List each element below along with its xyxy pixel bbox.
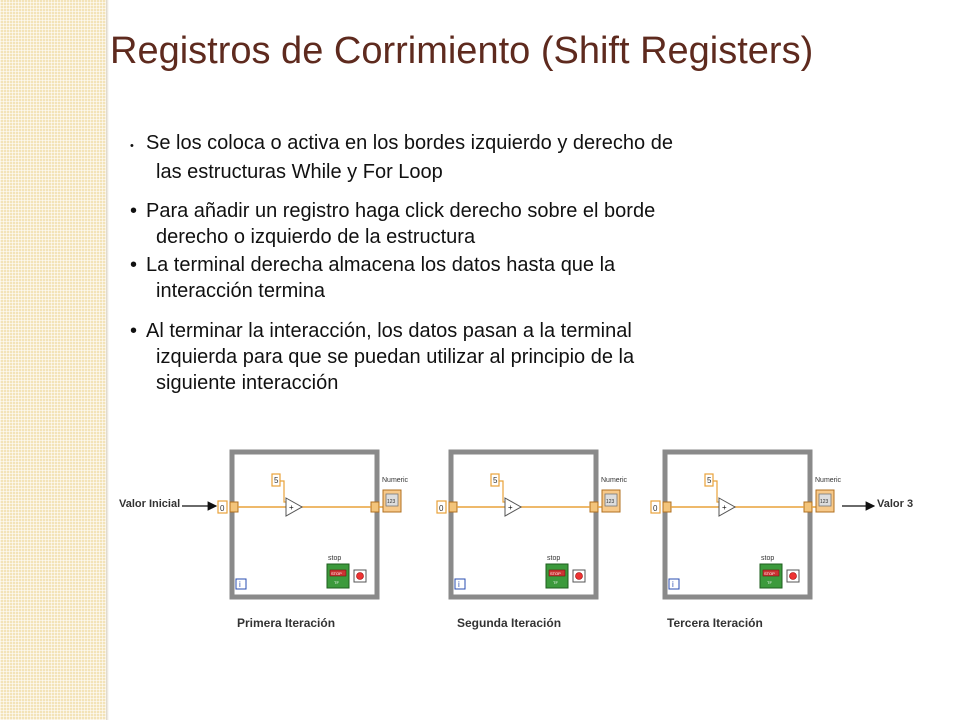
bullet-2: • Para añadir un registro haga click dere… <box>130 198 655 250</box>
stop-button-text: STOP <box>331 571 342 576</box>
numeric-constant-value: 5 <box>493 476 498 485</box>
bullet-4-line-2: izquierda para que se puedan utilizar al… <box>156 346 635 368</box>
numeric-constant-value: 5 <box>274 476 279 485</box>
stop-button-face <box>548 569 566 577</box>
init-constant-value: 0 <box>439 504 444 513</box>
bullet-1: • Se los coloca o activa en los bordes iz… <box>130 130 673 185</box>
iteration-terminal-label: i <box>458 580 460 589</box>
bullet-dot: • <box>130 200 138 222</box>
caption-first-iteration: Primera Iteración <box>237 616 336 630</box>
left-shift-register <box>448 501 458 513</box>
slide-title: Registros de Corrimiento (Shift Register… <box>110 30 814 72</box>
numeric-constant-box <box>490 473 500 487</box>
loop-condition-icon <box>789 572 797 580</box>
bullet-dot: • <box>130 320 138 342</box>
init-constant-value: 0 <box>220 504 225 513</box>
numeric-constant-box <box>271 473 281 487</box>
right-shift-register <box>370 501 380 513</box>
bullet-4-line-1: Al terminar la interacción, los datos pa… <box>146 320 632 342</box>
bullet-dot: • <box>130 140 134 152</box>
stop-button-text: STOP <box>550 571 561 576</box>
stop-button-tf: TF <box>334 580 339 585</box>
bullet-3-line-2: interacción termina <box>156 280 325 302</box>
stop-button-face <box>329 569 347 577</box>
loop-condition-icon <box>575 572 583 580</box>
stop-label: stop <box>761 555 774 562</box>
indicator-label: Numeric <box>815 477 842 484</box>
add-function-node <box>504 497 523 517</box>
stop-label: stop <box>547 555 560 562</box>
bullet-1-line-1: Se los coloca o activa en los bordes izq… <box>146 132 673 154</box>
init-constant-box <box>436 500 447 514</box>
iteration-terminal-label: i <box>239 580 241 589</box>
right-shift-register <box>803 501 813 513</box>
add-function-symbol: + <box>289 503 294 512</box>
numeric-constant-value: 5 <box>707 476 712 485</box>
stop-button-face <box>762 569 780 577</box>
iteration-terminal <box>454 578 466 590</box>
numeric-indicator-display <box>385 493 399 507</box>
numeric-indicator-value: 123 <box>606 499 615 505</box>
init-constant-box <box>650 500 661 514</box>
left-shift-register <box>662 501 672 513</box>
bullet-4: • Al terminar la interacción, los datos p… <box>130 318 634 396</box>
add-function-node <box>285 497 304 517</box>
bullet-dot: • <box>130 254 138 276</box>
right-shift-register <box>589 501 599 513</box>
bullet-3: • La terminal derecha almacena los datos … <box>130 252 615 304</box>
iteration-terminal <box>668 578 680 590</box>
numeric-indicator-value: 123 <box>387 499 396 505</box>
iteration-terminal-label: i <box>672 580 674 589</box>
stop-label: stop <box>328 555 341 562</box>
loop-condition-icon <box>356 572 364 580</box>
stop-button-text: STOP <box>764 571 775 576</box>
left-shift-register <box>229 501 239 513</box>
side-strip-shadow <box>106 0 109 720</box>
output-label: Valor 3 <box>877 498 914 510</box>
init-constant-box <box>217 500 228 514</box>
indicator-label: Numeric <box>382 477 409 484</box>
bullet-2-line-1: Para añadir un registro haga click derec… <box>146 200 656 222</box>
add-function-node <box>718 497 737 517</box>
stop-button-tf: TF <box>767 580 772 585</box>
bullet-2-line-2: derecho o izquierdo de la estructura <box>156 226 476 248</box>
numeric-indicator-display <box>818 493 832 507</box>
caption-second-iteration: Segunda Iteración <box>457 616 562 630</box>
decorative-side-strip <box>0 0 106 720</box>
numeric-indicator-value: 123 <box>820 499 829 505</box>
stop-button-tf: TF <box>553 580 558 585</box>
while-loop-frame <box>448 449 599 600</box>
while-loop-frame <box>229 449 380 600</box>
caption-third-iteration: Tercera Iteración <box>667 616 763 630</box>
input-label: Valor Inicial <box>119 498 181 510</box>
add-function-symbol: + <box>722 503 727 512</box>
indicator-label: Numeric <box>601 477 628 484</box>
numeric-indicator-display <box>604 493 618 507</box>
while-loop-frame <box>662 449 813 600</box>
iteration-terminal <box>235 578 247 590</box>
numeric-constant-box <box>704 473 714 487</box>
bullet-1-line-2: las estructuras While y For Loop <box>156 161 443 183</box>
add-function-symbol: + <box>508 503 513 512</box>
init-constant-value: 0 <box>653 504 658 513</box>
bullet-4-line-3: siguiente interacción <box>156 372 339 394</box>
bullet-3-line-1: La terminal derecha almacena los datos h… <box>146 254 616 276</box>
